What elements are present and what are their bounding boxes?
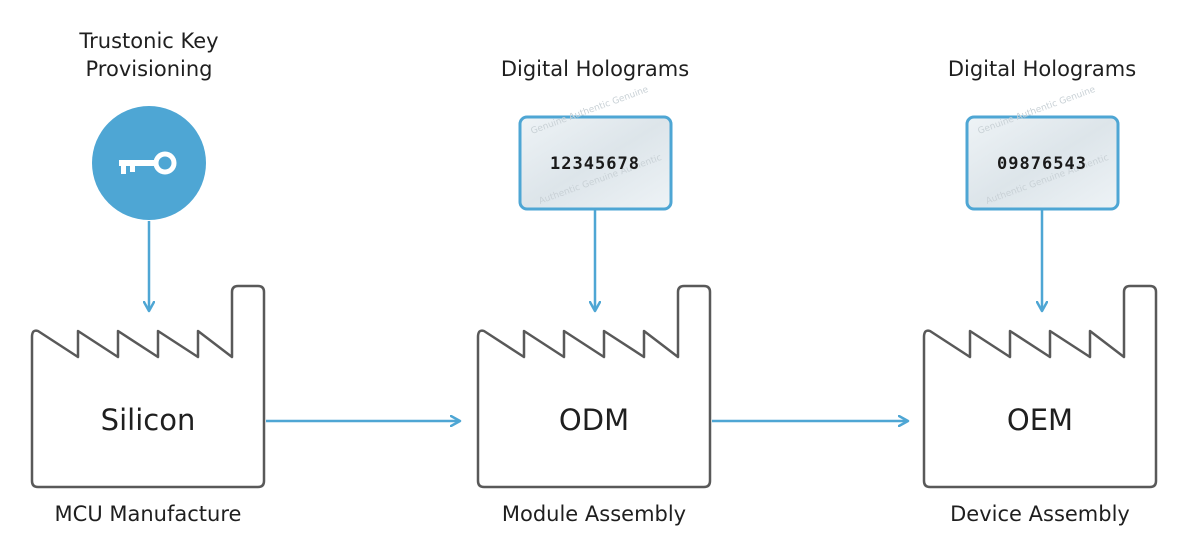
caption-device-assembly: Device Assembly <box>950 502 1130 526</box>
source-label-line2: Provisioning <box>86 57 213 81</box>
odm-top-label: Digital Holograms <box>501 57 689 81</box>
caption-mcu-manufacture: MCU Manufacture <box>55 502 242 526</box>
oem-top-label: Digital Holograms <box>948 57 1136 81</box>
hologram-oem: Genuine Authentic Genuine Authentic Genu… <box>965 85 1120 211</box>
stage-oem: Digital Holograms Genuine Authentic Genu… <box>922 57 1158 526</box>
hologram-number-odm: 12345678 <box>550 154 640 174</box>
stage-odm: Digital Holograms Genuine Authentic Genu… <box>476 57 712 526</box>
hologram-odm: Genuine Authentic Genuine Authentic Genu… <box>518 85 673 211</box>
stage-silicon: Trustonic Key Provisioning Silicon MCU M… <box>30 29 266 526</box>
caption-module-assembly: Module Assembly <box>502 502 686 526</box>
factory-name-silicon: Silicon <box>101 403 196 437</box>
source-label-line1: Trustonic Key <box>78 29 218 53</box>
factory-oem <box>922 284 1158 489</box>
factory-name-oem: OEM <box>1007 403 1073 437</box>
key-icon <box>92 106 206 220</box>
hologram-number-oem: 09876543 <box>997 154 1087 174</box>
factory-odm <box>476 284 712 489</box>
factory-name-odm: ODM <box>559 403 629 437</box>
factory-silicon <box>30 284 266 489</box>
